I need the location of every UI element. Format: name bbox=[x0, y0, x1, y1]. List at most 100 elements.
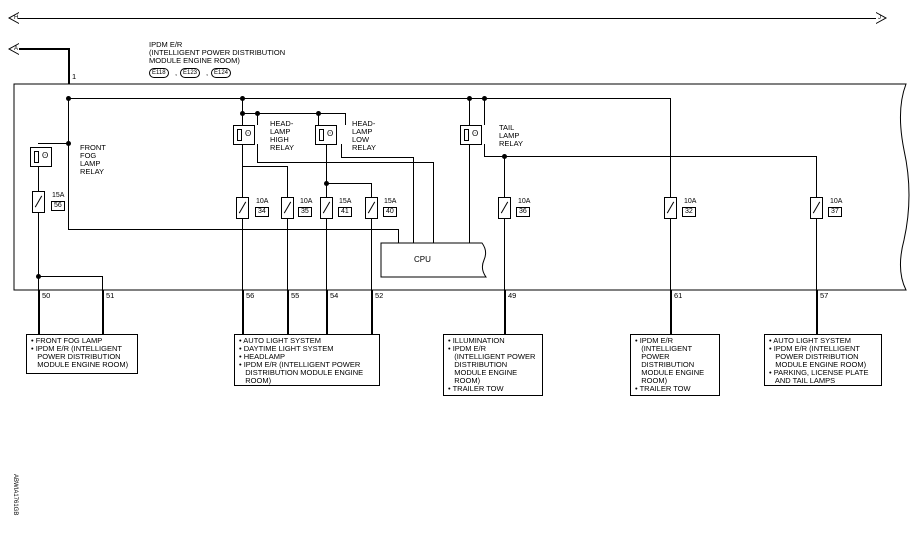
junction-dot bbox=[240, 111, 245, 116]
junction-dot bbox=[66, 141, 71, 146]
fuse-56-number: 56 bbox=[51, 201, 65, 211]
low-relay-coil-wire bbox=[341, 144, 342, 157]
destination-box-illumination: • ILLUMINATION • IPDM E/R (INTELLIGENT P… bbox=[443, 334, 543, 396]
headlamp-low-relay-label: RELAY bbox=[352, 143, 377, 152]
input-pin-number: 1 bbox=[72, 72, 77, 81]
cpu-feed-wire bbox=[68, 229, 398, 230]
fuse-36-number: 36 bbox=[516, 207, 530, 217]
fuse-56-rating: 15A bbox=[52, 192, 65, 199]
headlamp-high-relay-label: HEAD- bbox=[270, 119, 294, 128]
headlamp-high-relay-label: LAMP bbox=[270, 127, 291, 136]
destination-box-headlamp: • AUTO LIGHT SYSTEM • DAYTIME LIGHT SYST… bbox=[234, 334, 380, 386]
fuse-35-number: 35 bbox=[298, 207, 312, 217]
front-fog-relay-label: RELAY bbox=[80, 167, 105, 176]
continuation-arrow-left bbox=[8, 12, 19, 24]
output-wire-57 bbox=[816, 290, 818, 334]
fuse-34 bbox=[236, 197, 249, 219]
fuse-40-wire bbox=[371, 183, 372, 290]
fuse-32 bbox=[664, 197, 677, 219]
input-arrow bbox=[8, 43, 19, 55]
high-relay-coil-wire bbox=[257, 144, 258, 162]
fuse-37-rating: 10A bbox=[830, 198, 843, 205]
output-wire-61 bbox=[670, 290, 672, 334]
pin-number: 56 bbox=[246, 291, 255, 300]
headlamp-relay-bus bbox=[242, 113, 345, 114]
tail-relay-out bbox=[484, 144, 485, 156]
front-fog-relay-label: FRONT bbox=[80, 143, 106, 152]
bus-right-drop bbox=[670, 98, 671, 290]
pin-number: 55 bbox=[291, 291, 300, 300]
high-relay-wire bbox=[257, 113, 258, 125]
pin-number: 52 bbox=[375, 291, 384, 300]
fuse-40-feed bbox=[326, 183, 371, 184]
fog-pin51-wire bbox=[102, 276, 103, 290]
tail-relay-wire bbox=[484, 98, 485, 125]
connector-e118: E118 bbox=[149, 68, 169, 78]
fuse-36-rating: 10A bbox=[518, 198, 531, 205]
junction-dot bbox=[467, 96, 472, 101]
cpu-block bbox=[380, 242, 487, 278]
fuse-56 bbox=[32, 191, 45, 213]
connector-separator-2: , bbox=[206, 68, 209, 77]
pin-number: 54 bbox=[330, 291, 339, 300]
headlamp-low-relay-label: HEAD- bbox=[352, 119, 376, 128]
fuse-35-feed bbox=[287, 166, 288, 290]
destination-box-trailer-tow: • IPDM E/R (INTELLIGENT POWER DISTRIBUTI… bbox=[630, 334, 720, 396]
fuse-35-rating: 10A bbox=[300, 198, 313, 205]
module-title-line-2: (INTELLIGENT POWER DISTRIBUTION bbox=[149, 48, 286, 57]
fog-fuse-wire bbox=[38, 166, 39, 290]
fuse-32-rating: 10A bbox=[684, 198, 697, 205]
front-fog-relay-label: LAMP bbox=[80, 159, 101, 168]
input-feed-wire-down bbox=[68, 48, 70, 84]
headlamp-high-relay-label: RELAY bbox=[270, 143, 295, 152]
fuse-41-rating: 15A bbox=[339, 198, 352, 205]
tail-lamp-relay: ʘ bbox=[460, 125, 482, 145]
cpu-label: CPU bbox=[414, 255, 431, 264]
fuse-37 bbox=[810, 197, 823, 219]
high-relay-cpu-wire bbox=[257, 162, 433, 163]
output-wire-50 bbox=[38, 290, 40, 334]
output-wire-54 bbox=[326, 290, 328, 334]
connector-e124: E124 bbox=[211, 68, 232, 78]
module-title-line-1: IPDM E/R bbox=[149, 40, 183, 49]
main-bus bbox=[68, 98, 670, 99]
cpu-feed-wire-down bbox=[398, 229, 399, 243]
fuse-41-number: 41 bbox=[338, 207, 352, 217]
low-relay-wire bbox=[318, 113, 319, 125]
connector-e123: E123 bbox=[180, 68, 201, 78]
headlamp-high-relay-label: HIGH bbox=[270, 135, 289, 144]
low-relay-cpu-wire bbox=[341, 157, 413, 158]
connector-separator-1: , bbox=[175, 68, 178, 77]
tail-lamp-relay-label: TAIL bbox=[499, 123, 515, 132]
fuse-41 bbox=[320, 197, 333, 219]
pin-number: 57 bbox=[820, 291, 829, 300]
figure-code: ABWIA1761GB bbox=[12, 474, 18, 516]
low-relay-feed bbox=[345, 113, 346, 125]
output-wire-49 bbox=[504, 290, 506, 334]
fuse-40-number: 40 bbox=[383, 207, 397, 217]
low-relay-cpu-drop bbox=[413, 157, 414, 243]
fuse-36 bbox=[498, 197, 511, 219]
high-relay-out bbox=[242, 166, 287, 167]
module-title-line-3: MODULE ENGINE ROOM) bbox=[149, 56, 240, 65]
tail-lamp-relay-label: RELAY bbox=[499, 139, 524, 148]
fuse-37-number: 37 bbox=[828, 207, 842, 217]
continuation-line bbox=[18, 18, 876, 19]
fuse-40 bbox=[365, 197, 378, 219]
output-wire-52 bbox=[371, 290, 373, 334]
front-fog-relay: ʘ bbox=[30, 147, 52, 167]
destination-box-front-fog: • FRONT FOG LAMP • IPDM E/R (INTELLIGENT… bbox=[26, 334, 138, 374]
pin-number: 61 bbox=[674, 291, 683, 300]
headlamp-low-relay-label: LOW bbox=[352, 135, 370, 144]
output-wire-51 bbox=[102, 290, 104, 334]
headlamp-high-relay: ʘ bbox=[233, 125, 255, 145]
output-wire-55 bbox=[287, 290, 289, 334]
fuse-34-rating: 10A bbox=[256, 198, 269, 205]
fuse-37-wire bbox=[816, 156, 817, 290]
fog-relay-wire bbox=[38, 143, 68, 144]
front-fog-relay-label: FOG bbox=[80, 151, 97, 160]
fuse-40-rating: 15A bbox=[384, 198, 397, 205]
fog-feed-wire bbox=[68, 98, 69, 230]
